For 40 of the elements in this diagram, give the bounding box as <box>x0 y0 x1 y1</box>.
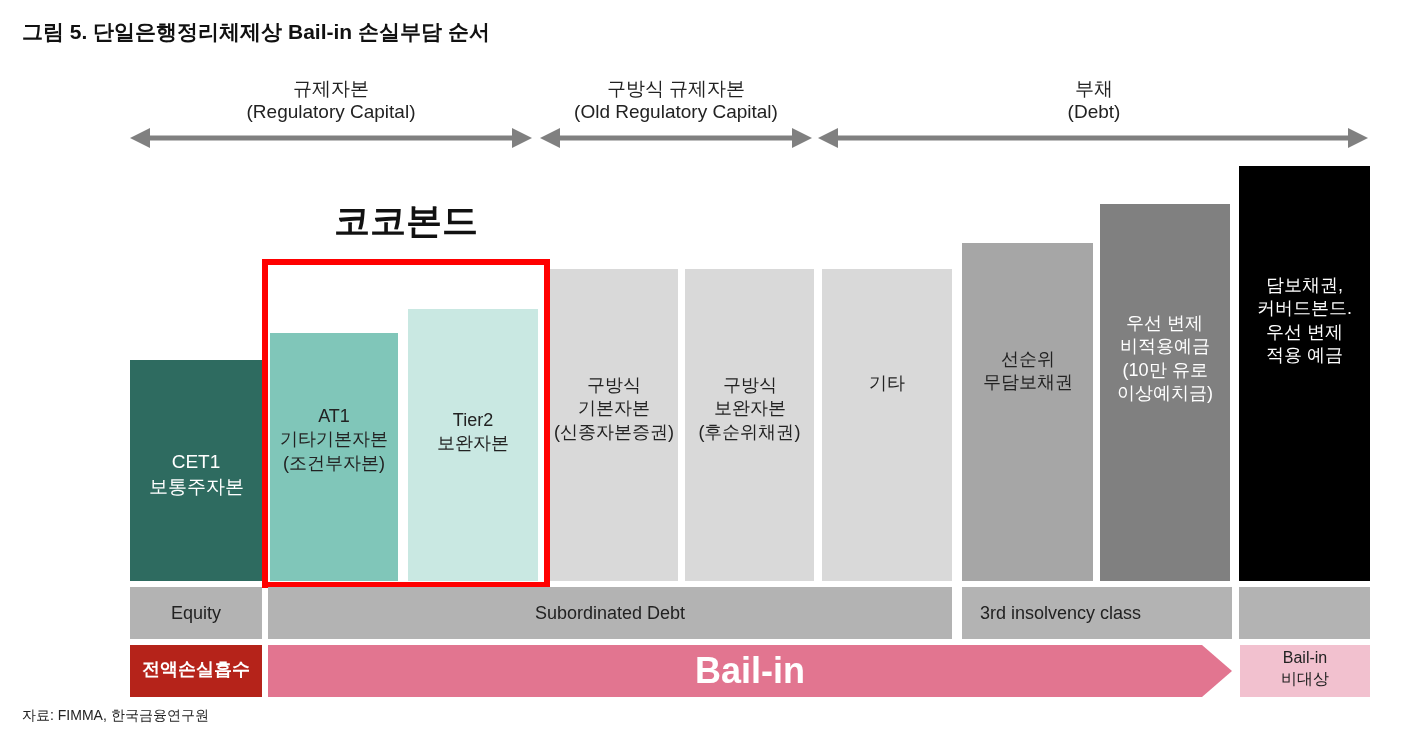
capital-bar <box>408 309 538 581</box>
range-label: (Old Regulatory Capital) <box>574 101 778 122</box>
bar-label: 기타 <box>869 372 905 395</box>
class-band <box>962 587 1232 639</box>
range-label: (Debt) <box>1067 101 1121 122</box>
bar-label: AT1 기타기본자본 (조건부자본) <box>279 405 389 475</box>
range-label: (Regulatory Capital) <box>246 101 416 122</box>
title: 그림 5. 단일은행정리체제상 Bail-in 손실부담 순서 <box>22 19 490 45</box>
frame-heading: 코코본드 <box>333 199 479 243</box>
bar-label: Bail-in 비대상 <box>1280 648 1330 689</box>
bar-label: 3rd insolvency class <box>980 602 1142 625</box>
debt-bar <box>1100 204 1230 581</box>
class-band <box>1239 587 1370 639</box>
bar-label: 담보채권, 커버드본드. 우선 변제 적용 예금 <box>1256 274 1353 368</box>
bar-label: 우선 변제 비적용예금 (10만 유로 이상예치금) <box>1116 312 1214 406</box>
bar-label: Subordinated Debt <box>534 602 686 625</box>
bar-label: Equity <box>171 602 221 625</box>
bar-label: 선순위 무담보채권 <box>981 348 1074 395</box>
capital-bar <box>270 333 398 581</box>
range-label: 구방식 규제자본 <box>606 78 746 99</box>
debt-bar <box>822 269 952 581</box>
class-band <box>268 587 952 639</box>
debt-bar <box>962 243 1093 581</box>
range-label: 규제자본 <box>293 78 369 99</box>
debt-bar <box>1239 166 1370 581</box>
loss-band <box>130 645 262 697</box>
bar-label: Tier2 보완자본 <box>436 409 510 456</box>
capital-bar <box>550 269 678 581</box>
bar-label: 구방식 보완자본 (후순위채권) <box>697 374 802 444</box>
exempt-band <box>1240 645 1370 697</box>
capital-bar <box>130 360 262 581</box>
capital-bar <box>685 269 814 581</box>
source-note: 자료: FIMMA, 한국금융연구원 <box>22 707 209 723</box>
bar-label: 전액손실흡수 <box>142 658 250 681</box>
bar-label: CET1 보통주자본 <box>147 450 245 499</box>
class-band <box>130 587 262 639</box>
arrow-banner <box>268 645 1232 697</box>
range-label: 부채 <box>1075 78 1113 99</box>
bar-label: 구방식 기본자본 (신종자본증권) <box>553 374 675 444</box>
bar-label: Bail-in <box>695 649 805 693</box>
